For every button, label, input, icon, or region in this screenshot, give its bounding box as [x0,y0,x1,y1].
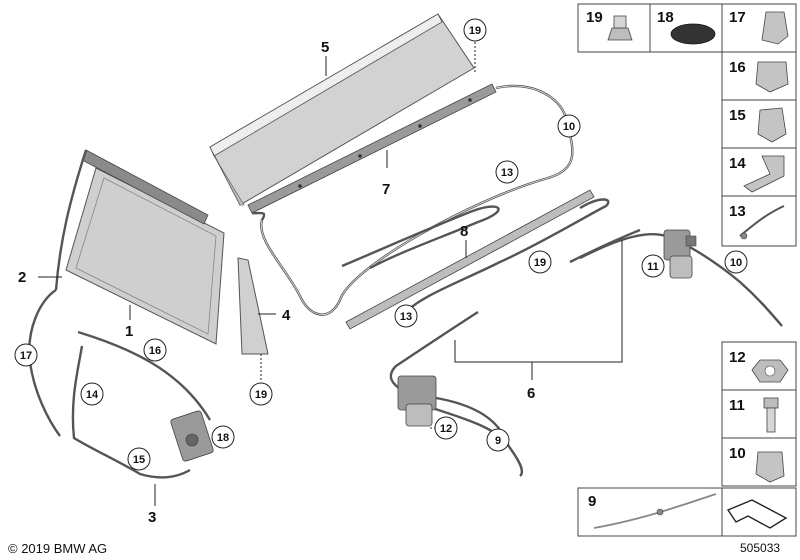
svg-text:15: 15 [729,107,746,124]
svg-text:14: 14 [86,389,99,401]
table-cell-symbol [726,499,788,529]
table-cell-15: 15 [729,107,787,143]
svg-text:13: 13 [400,311,412,323]
table-cell-19: 19 [586,9,633,41]
svg-text:11: 11 [729,397,745,414]
table-cell-12: 12 [729,349,789,383]
table-cell-11: 11 [729,397,779,433]
callout-8: 8 [460,223,468,240]
table-cell-9: 9 [588,493,717,529]
svg-text:12: 12 [729,349,746,366]
circled-13-low: 13 [394,304,418,328]
part-1-side-window-shade [65,167,225,345]
circled-10-top: 10 [557,114,581,138]
callout-1: 1 [125,323,133,340]
svg-text:19: 19 [469,25,481,37]
svg-text:10: 10 [563,121,575,133]
leader-lines [38,38,476,506]
callout-3: 3 [148,509,156,526]
svg-text:11: 11 [647,261,659,273]
part-6-drive-unit-cables [389,228,783,477]
table-cell-18: 18 [657,9,716,45]
svg-text:18: 18 [217,432,229,444]
part-4-c-pillar-shade [237,257,269,355]
circled-10-right: 10 [724,250,748,274]
circled-19-top: 19 [463,18,487,42]
part-18-gear-mechanism [170,410,214,462]
circled-12: 12 [434,416,458,440]
svg-text:16: 16 [149,345,161,357]
svg-text:17: 17 [729,9,746,26]
svg-text:14: 14 [729,155,746,172]
circled-16: 16 [143,338,167,362]
circled-15: 15 [127,447,151,471]
svg-text:12: 12 [440,423,452,435]
callout-7: 7 [382,181,390,198]
circled-13-mid: 13 [495,160,519,184]
callout-2: 2 [18,269,26,286]
circled-14: 14 [80,382,104,406]
circled-19-mid: 19 [528,250,552,274]
svg-text:19: 19 [586,9,603,26]
svg-text:13: 13 [729,203,746,220]
part-2-frame-rail [54,149,209,291]
callout-5: 5 [321,39,329,56]
svg-text:15: 15 [133,454,145,466]
part-7-guide-rail [247,83,497,214]
callout-6: 6 [527,385,535,402]
svg-text:16: 16 [729,59,746,76]
part-11-right-actuator [663,229,697,279]
circled-11: 11 [641,254,665,278]
svg-text:10: 10 [729,445,746,462]
part-8-crossbar [345,189,595,330]
copyright: © 2019 BMW AG [8,541,108,556]
svg-text:10: 10 [730,257,742,269]
part-5-rear-window-roller-blind [209,13,475,206]
table-cell-13: 13 [729,203,785,240]
parts-table-bottom-cells: 9 [588,493,788,529]
parts-table-mid-cells: 12 11 10 [729,349,789,483]
part-12-left-actuator [397,375,437,427]
callout-4: 4 [282,307,291,324]
svg-text:9: 9 [588,493,596,510]
part-6-bracket [454,240,623,380]
part-13-cable-mid [341,198,610,315]
svg-text:13: 13 [501,167,513,179]
circled-callouts: 19 10 13 19 13 11 10 17 16 14 18 15 19 1… [14,18,748,471]
circled-9: 9 [486,428,510,452]
svg-text:18: 18 [657,9,674,26]
table-cell-16: 16 [729,59,789,93]
table-cell-10: 10 [729,445,785,483]
callout-numbers: 5 7 8 1 2 4 3 6 [18,39,535,526]
svg-text:17: 17 [20,350,32,362]
svg-text:19: 19 [534,257,546,269]
diagram-id: 505033 [740,541,781,555]
parts-table-top-cells: 19 18 17 16 15 14 13 [586,9,789,240]
table-cell-17: 17 [729,9,789,45]
circled-19-low: 19 [249,382,273,406]
svg-text:9: 9 [495,435,501,447]
circled-17: 17 [14,343,38,367]
circled-18: 18 [211,425,235,449]
table-cell-14: 14 [729,155,785,193]
svg-text:19: 19 [255,389,267,401]
